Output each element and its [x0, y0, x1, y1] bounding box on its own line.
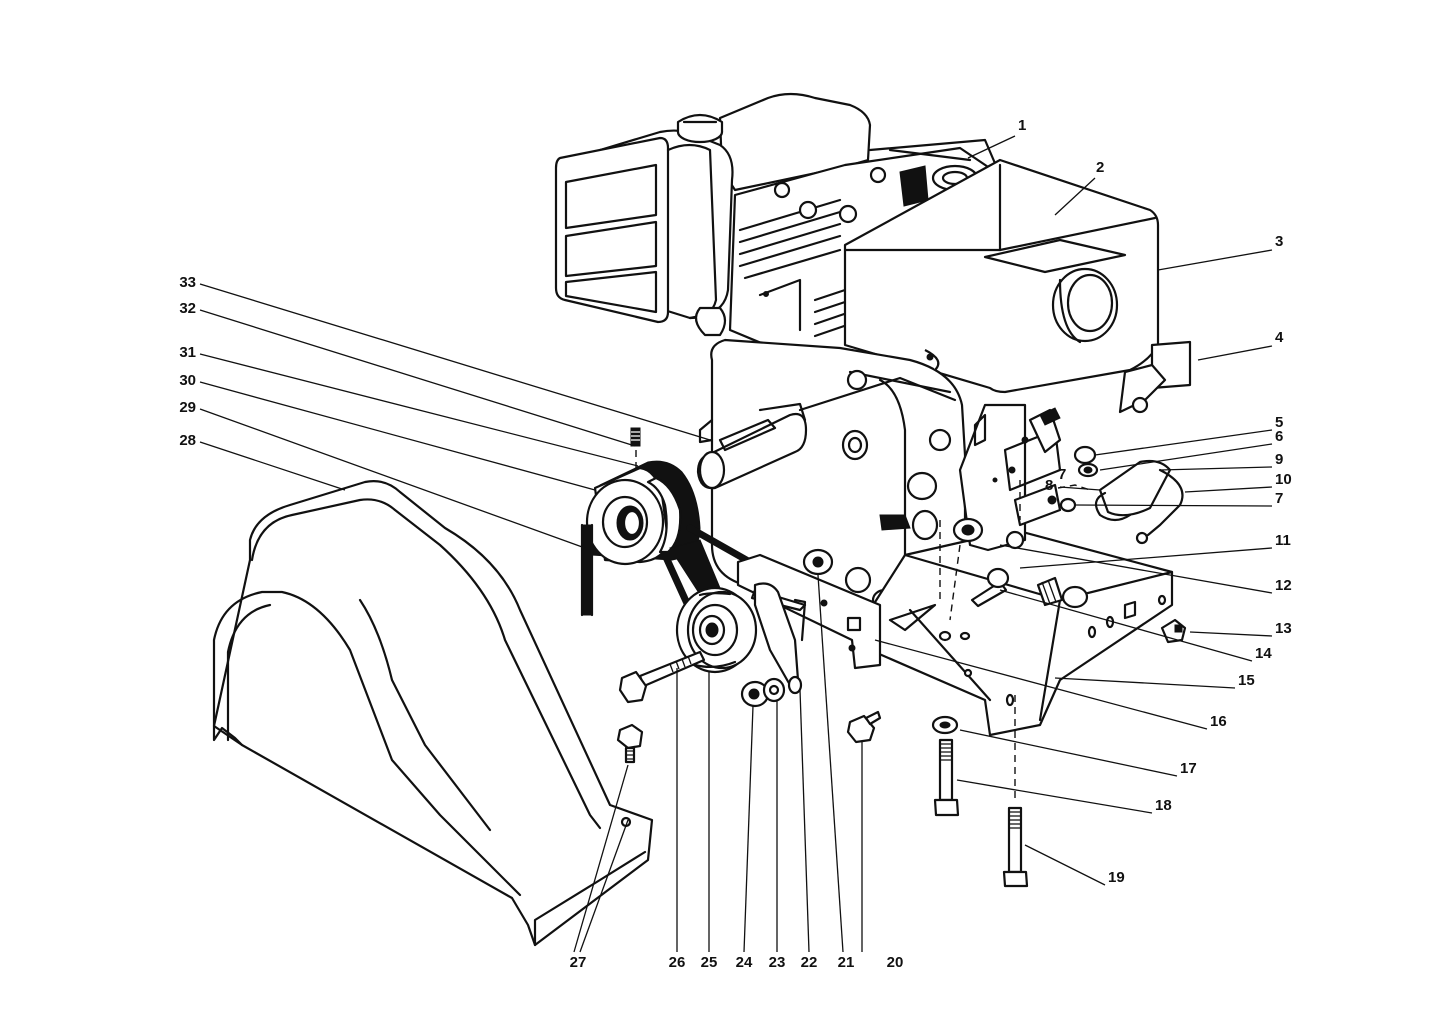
callout-17: 17 [1180, 760, 1197, 777]
callout-15: 15 [1238, 672, 1255, 689]
callout-7: 7 [1275, 490, 1283, 507]
callout-21: 21 [838, 954, 855, 971]
callout-14: 14 [1255, 645, 1272, 662]
spacer-22 [787, 675, 803, 695]
callout-27: 27 [570, 954, 587, 971]
callout-25: 25 [701, 954, 718, 971]
bolt-20 [846, 710, 882, 744]
callout-30: 30 [179, 372, 196, 389]
fuel-tank [554, 92, 872, 337]
callout-26: 26 [669, 954, 686, 971]
callout-31: 31 [179, 344, 196, 361]
leader-lines [199, 135, 1273, 953]
callout-1: 1 [1018, 117, 1026, 134]
callout-29: 29 [179, 399, 196, 416]
bolt-26 [618, 650, 706, 704]
mounting-plate [958, 403, 1062, 552]
blower-housing [843, 158, 1160, 394]
callout-12: 12 [1275, 577, 1292, 594]
bolt-19 [1002, 695, 1029, 888]
callout-3: 3 [1275, 233, 1283, 250]
washer-17 [931, 715, 959, 735]
washer-23 [762, 677, 786, 703]
idler-pulley [675, 586, 758, 674]
callout-7: 7 [1058, 466, 1066, 483]
bolt-18 [933, 738, 960, 817]
bracket-4 [1118, 340, 1192, 414]
callout-6: 6 [1275, 428, 1283, 445]
set-screw [630, 427, 641, 468]
callout-4: 4 [1275, 329, 1284, 346]
callout-8: 8 [1045, 477, 1053, 494]
callout-19: 19 [1108, 869, 1125, 886]
output-shaft [696, 402, 808, 490]
control-parts [939, 407, 1187, 644]
bolt-27 [616, 723, 644, 764]
callout-23: 23 [769, 954, 786, 971]
callout-numbers: 1234569107781112131415161718192021222324… [179, 117, 1291, 971]
callout-11: 11 [1275, 532, 1291, 549]
callout-20: 20 [887, 954, 904, 971]
callout-16: 16 [1210, 713, 1227, 730]
callout-22: 22 [801, 954, 818, 971]
nut-21 [802, 548, 834, 576]
callout-33: 33 [179, 274, 196, 291]
cooling-fins [738, 198, 852, 338]
callout-28: 28 [179, 432, 196, 449]
belt-guard [212, 480, 654, 947]
callout-9: 9 [1275, 451, 1283, 468]
callout-10: 10 [1275, 471, 1292, 488]
callout-2: 2 [1096, 159, 1104, 176]
base-frame [868, 528, 1174, 737]
callout-5: 5 [1275, 414, 1283, 431]
callout-18: 18 [1155, 797, 1172, 814]
callout-32: 32 [179, 300, 196, 317]
callout-13: 13 [1275, 620, 1292, 637]
callout-24: 24 [736, 954, 753, 971]
